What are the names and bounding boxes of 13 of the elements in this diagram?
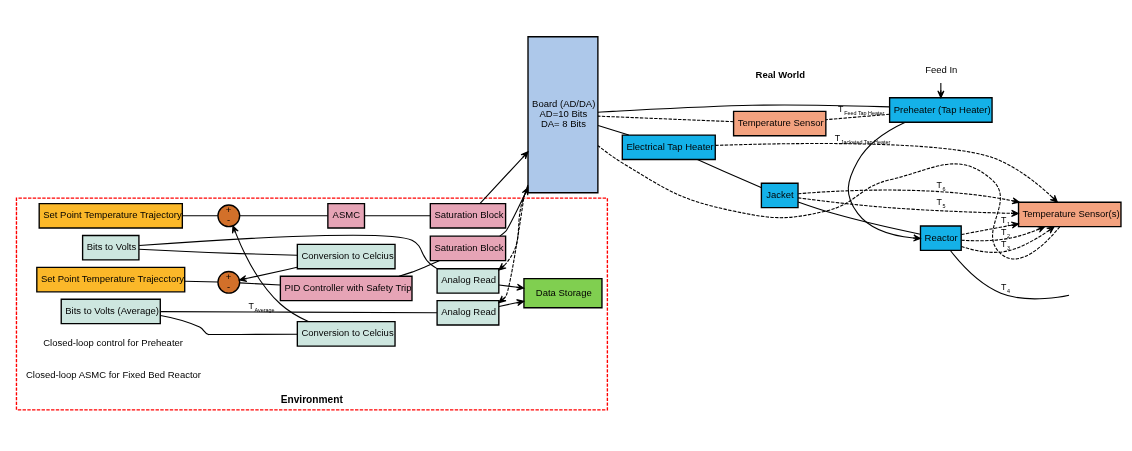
edge-label: T$_{1}$	[1000, 214, 1011, 227]
edge-label: T$_{Average}$	[248, 300, 275, 313]
edge-label: T$_{2}$	[1000, 226, 1011, 239]
label: Real World	[755, 68, 805, 80]
label: Closed-loop ASMC for Fixed Bed Reactor	[25, 368, 201, 380]
edge-label: T$_{Feed Tap Heater}$	[838, 103, 885, 116]
edge-label: T$_{5}$	[936, 196, 946, 209]
edge-label: T$_{4}$	[1000, 281, 1011, 294]
edge-label: T$_{6}$	[936, 179, 946, 192]
edge-label: T$_{3}$	[1000, 238, 1011, 251]
node-text: Feed In	[925, 63, 958, 75]
label: Closed-loop control for Preheater	[43, 336, 183, 348]
edge-label: T$_{Jacketed Tap Heater}$	[834, 132, 891, 145]
